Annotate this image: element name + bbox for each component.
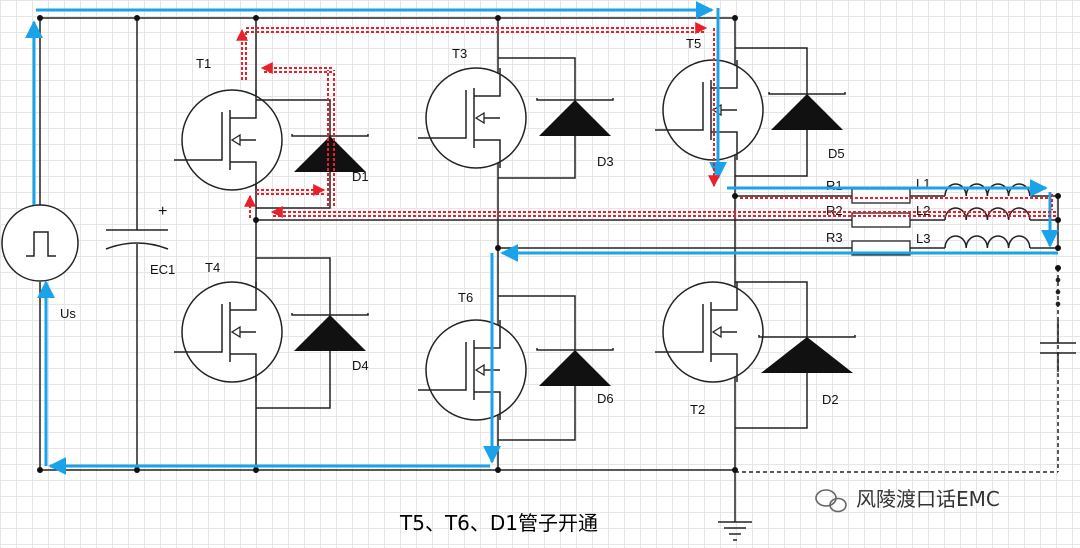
inductor-l2 bbox=[944, 207, 1031, 221]
diode-d4 bbox=[256, 257, 369, 409]
capacitor-ec1 bbox=[105, 229, 169, 250]
diode-d5 bbox=[735, 47, 846, 177]
transistor-t2-label: T2 bbox=[690, 402, 705, 417]
diode-d5-label: D5 bbox=[828, 146, 845, 161]
inductor-l1 bbox=[944, 183, 1031, 197]
capacitor-plus-label: + bbox=[158, 203, 167, 220]
inductors bbox=[944, 183, 1031, 249]
wechat-icon bbox=[815, 489, 847, 513]
watermark-text: 风陵渡口话EMC bbox=[856, 487, 1000, 511]
diode-d3-label: D3 bbox=[597, 154, 614, 169]
freewheel-path bbox=[236, 22, 1056, 218]
transistor-t3-label: T3 bbox=[452, 46, 467, 61]
resistor-r3-label: R3 bbox=[826, 230, 843, 245]
diode-d6-label: D6 bbox=[597, 391, 614, 406]
inductor-l3 bbox=[944, 235, 1031, 249]
transistor-t6 bbox=[418, 319, 527, 421]
resistor-r2-label: R2 bbox=[826, 203, 843, 218]
diode-d1-label: D1 bbox=[352, 169, 369, 184]
pulse-source bbox=[1, 204, 79, 282]
transistor-t4 bbox=[174, 281, 283, 383]
diode-d2-label: D2 bbox=[822, 392, 839, 407]
resistor-r1-label: R1 bbox=[826, 178, 843, 193]
transistor-t5 bbox=[655, 59, 764, 161]
capacitor-ec1-label: EC1 bbox=[150, 262, 175, 277]
transistor-t6-label: T6 bbox=[458, 290, 473, 305]
transistor-t4-label: T4 bbox=[205, 260, 220, 275]
diode-group bbox=[256, 47, 856, 441]
transistor-t1 bbox=[174, 89, 283, 191]
transistor-t2 bbox=[655, 281, 764, 383]
ground-symbol bbox=[718, 521, 752, 541]
transistor-group bbox=[174, 59, 764, 421]
conduction-path bbox=[25, 1, 1059, 475]
transistor-t5-label: T5 bbox=[686, 36, 701, 51]
resistor-r1 bbox=[851, 188, 911, 204]
transistor-t3 bbox=[418, 67, 527, 169]
junction-dots bbox=[37, 15, 1061, 473]
inductor-l3-label: L3 bbox=[916, 231, 930, 246]
diode-d2 bbox=[735, 281, 856, 429]
load-capacitor bbox=[1040, 277, 1076, 372]
diode-d3 bbox=[498, 57, 614, 179]
inductor-l2-label: L2 bbox=[916, 203, 930, 218]
diode-d6 bbox=[498, 295, 614, 441]
source-us-label: Us bbox=[60, 306, 76, 321]
transistor-t1-label: T1 bbox=[196, 56, 211, 71]
diagram-caption: T5、T6、D1管子开通 bbox=[399, 511, 598, 535]
wiring bbox=[39, 17, 1059, 522]
diode-d4-label: D4 bbox=[352, 358, 369, 373]
